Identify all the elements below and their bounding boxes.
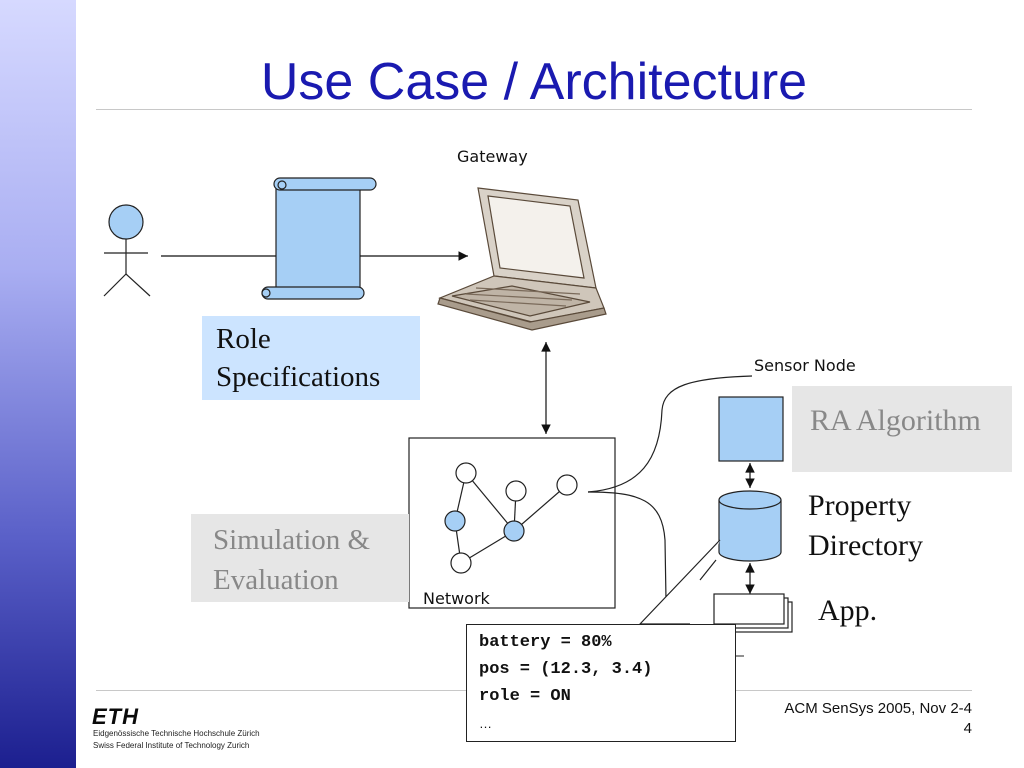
app-connector: [587, 491, 667, 601]
role-specifications-line1: Role: [216, 323, 271, 355]
simulation-evaluation-box: Simulation & Evaluation: [191, 514, 409, 602]
footer-divider-left: [96, 690, 466, 691]
property-directory-cylinder-icon: [718, 490, 782, 562]
simulation-evaluation-line1: Simulation &: [213, 524, 371, 556]
eth-logo: ETH: [92, 704, 139, 729]
scroll-document-icon: [261, 177, 377, 300]
simulation-evaluation-line2: Evaluation: [213, 564, 339, 596]
conference-footer: ACM SenSys 2005, Nov 2-4: [784, 700, 972, 717]
property-value-role: role = ON: [479, 687, 571, 706]
role-specifications-box: Role Specifications: [202, 316, 420, 400]
property-callout-pointer: [638, 539, 721, 625]
footer-divider-right: [736, 690, 972, 691]
title-divider: [96, 109, 972, 110]
property-value-battery: battery = 80%: [479, 633, 612, 652]
page-number: 4: [963, 720, 972, 737]
property-directory-line1: Property: [808, 489, 912, 522]
network-label: Network: [423, 589, 490, 608]
laptop-gateway-icon: [437, 187, 607, 331]
property-value-pos: pos = (12.3, 3.4): [479, 660, 653, 679]
property-directory-line2: Directory: [808, 529, 923, 562]
gateway-label: Gateway: [457, 147, 528, 166]
institution-english: Swiss Federal Institute of Technology Zu…: [93, 741, 250, 750]
property-directory-label: Property Directory: [808, 486, 923, 566]
property-values-box: battery = 80% pos = (12.3, 3.4) role = O…: [466, 624, 736, 742]
ra-algorithm-square: [718, 396, 784, 462]
role-specifications-line2: Specifications: [216, 361, 381, 393]
sidebar-gradient: [0, 0, 76, 768]
ra-algorithm-label: RA Algorithm: [810, 404, 981, 437]
page-title: Use Case / Architecture: [260, 53, 808, 111]
user-actor-icon: [103, 204, 151, 297]
app-label: App.: [818, 594, 878, 627]
app-stack-icon: [713, 593, 793, 633]
ra-algorithm-box: RA Algorithm: [792, 386, 1012, 472]
property-value-ellipsis: …: [479, 716, 492, 731]
network-graph-nodes: [444, 462, 578, 574]
sensor-node-label: Sensor Node: [754, 356, 856, 375]
sensor-node-connector: [587, 375, 753, 493]
institution-german: Eidgenössische Technische Hochschule Zür…: [93, 729, 260, 738]
